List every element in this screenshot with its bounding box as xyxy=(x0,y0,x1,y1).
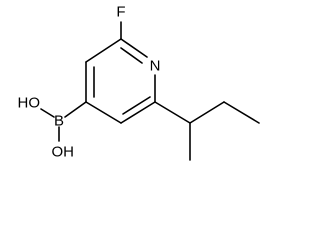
bond-c2-c3 xyxy=(85,38,122,63)
bond-b-oh-top xyxy=(40,108,55,118)
bond-n-c2 xyxy=(120,38,148,58)
nitrogen-label: N xyxy=(150,58,161,75)
fluorine-label: F xyxy=(116,4,125,21)
bond-c5-c6-inner xyxy=(122,96,151,115)
bond-c6-ch xyxy=(154,101,191,124)
bond-ch-ch2 xyxy=(189,101,225,124)
molecule-diagram: F N B HO OH xyxy=(18,4,260,161)
bond-ch2-ch3 xyxy=(223,101,260,124)
bond-c4-c5 xyxy=(85,101,122,124)
hydroxyl-bottom-label: OH xyxy=(52,144,75,161)
bond-c4-b xyxy=(64,101,87,118)
hydroxyl-top-label: HO xyxy=(18,95,41,112)
bond-n-c2-inner xyxy=(120,47,143,64)
structure-canvas: F N B HO OH xyxy=(18,4,260,161)
bond-c5-c6 xyxy=(120,101,156,124)
boron-label: B xyxy=(54,113,64,130)
